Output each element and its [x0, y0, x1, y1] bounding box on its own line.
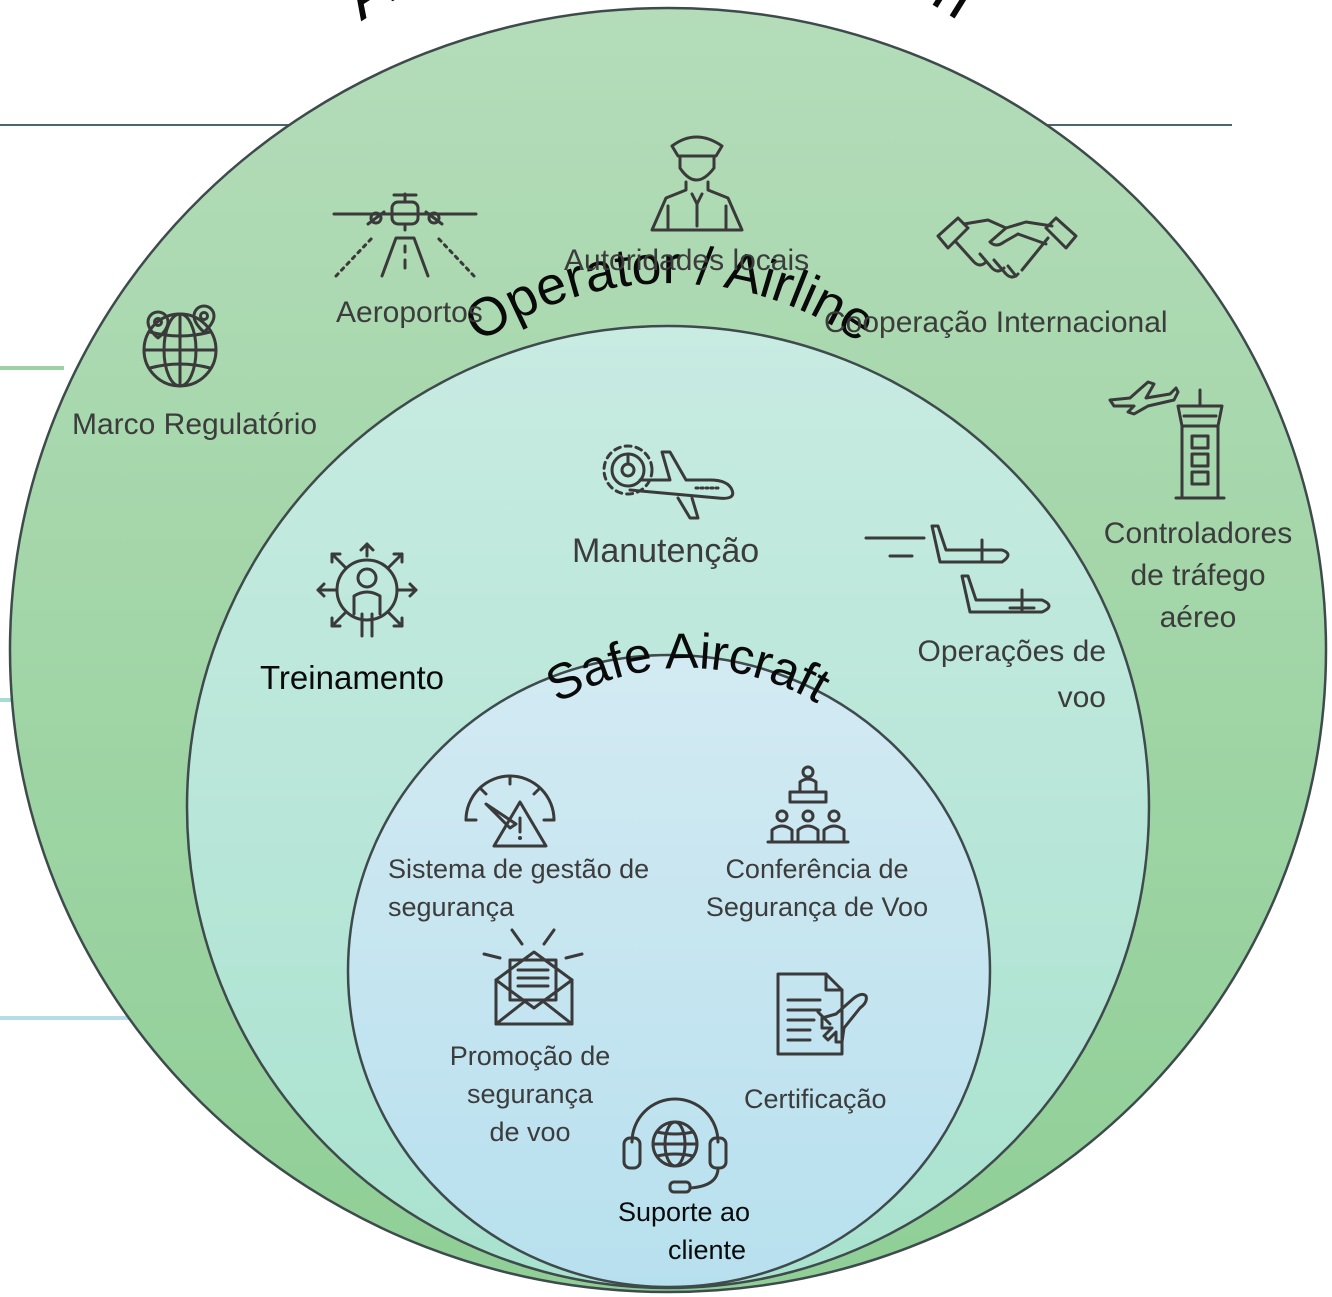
trainee-arrows-icon [312, 540, 422, 640]
envelope-announcement-icon [480, 922, 586, 1028]
label-controladores-3: aéreo [1159, 601, 1237, 634]
label-autoridades-locais: Autoridades locais [564, 244, 810, 277]
label-certificacao: Certificação [744, 1084, 887, 1114]
label-cooperacao-internacional: Cooperação Internacional [824, 306, 1168, 339]
control-tower-icon [1104, 376, 1228, 502]
label-controladores-1: Controladores [1103, 517, 1293, 550]
certificate-airplane-icon [774, 970, 874, 1060]
pilot-icon [636, 126, 758, 232]
label-promocao-3: de voo [489, 1117, 571, 1147]
airplane-runway-icon [332, 190, 478, 280]
label-conferencia-2: Segurança de Voo [705, 892, 929, 922]
label-conferencia-1: Conferência de [725, 854, 909, 884]
gauge-warning-icon [458, 766, 562, 850]
label-promocao-2: segurança [466, 1079, 594, 1109]
label-operacoes-2: voo [1057, 681, 1106, 714]
label-treinamento: Treinamento [260, 659, 445, 696]
conference-people-icon [766, 764, 850, 846]
label-marco-regulatorio: Marco Regulatório [72, 408, 318, 441]
handshake-icon [934, 196, 1080, 288]
label-suporte-1: Suporte ao [617, 1197, 751, 1227]
label-suporte-2: cliente [668, 1235, 747, 1265]
gear-airplane-icon [600, 440, 740, 522]
airplanes-flying-icon [862, 520, 1058, 620]
label-operacoes-1: Operações de [917, 635, 1106, 668]
label-manutencao: Manutenção [572, 532, 760, 570]
globe-pins-icon [130, 300, 230, 392]
label-controladores-2: de tráfego [1130, 559, 1266, 592]
label-sgs-1: Sistema de gestão de [388, 854, 650, 884]
label-sgs-2: segurança [388, 892, 515, 922]
label-promocao-1: Promoção de [449, 1041, 611, 1071]
headset-globe-icon [620, 1090, 730, 1194]
label-aeroportos: Aeroportos [336, 296, 483, 329]
